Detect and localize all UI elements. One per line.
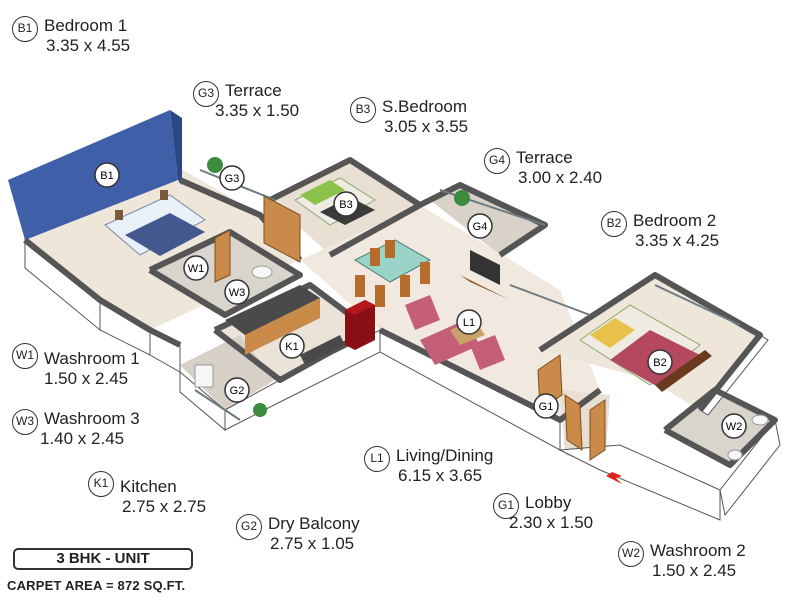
washroom-fixtures	[194, 265, 769, 461]
legend-bedroom-1: B1 Bedroom 1 3.35 x 4.55	[12, 16, 130, 56]
legend-s-bedroom: B3 S.Bedroom 3.05 x 3.55	[350, 97, 468, 137]
unit-type-label: 3 BHK - UNIT	[13, 548, 193, 570]
legend-washroom-2: W2 Washroom 2 1.50 x 2.45	[618, 541, 746, 581]
marker-b2: B2	[647, 349, 673, 375]
room-dims: 3.35 x 4.55	[46, 36, 131, 55]
marker-g2: G2	[224, 377, 250, 403]
room-name: Kitchen	[120, 477, 177, 496]
room-dims: 3.05 x 3.55	[384, 117, 469, 136]
bed-b1	[104, 190, 206, 256]
svg-text:B2: B2	[653, 357, 666, 369]
badge-g4: G4	[484, 148, 510, 174]
room-name: Lobby	[525, 493, 572, 512]
badge-w1: W1	[12, 343, 38, 369]
svg-text:W1: W1	[188, 263, 205, 275]
accent-wall-bedroom-1	[8, 110, 178, 240]
badge-g3: G3	[193, 81, 219, 107]
room-dims: 3.00 x 2.40	[518, 168, 603, 187]
marker-g1: G1	[533, 393, 559, 419]
marker-l1: L1	[456, 309, 482, 335]
room-dims: 2.30 x 1.50	[509, 513, 594, 532]
outer-walls	[24, 238, 781, 521]
room-dims: 1.50 x 2.45	[652, 561, 737, 580]
legend-terrace-g3: G3 Terrace 3.35 x 1.50	[193, 81, 299, 121]
room-name: Washroom 2	[650, 541, 746, 560]
room-dims: 6.15 x 3.65	[398, 466, 483, 485]
room-dims: 2.75 x 1.05	[270, 534, 355, 553]
plan-markers: B1 G3 B3 G4 W1 W3 K1 G2 L1 B2 G1 W2	[94, 162, 747, 439]
svg-text:K1: K1	[285, 341, 298, 353]
room-name: Bedroom 1	[44, 16, 128, 35]
marker-g3: G3	[219, 165, 245, 191]
room-dims: 3.35 x 4.25	[635, 231, 720, 250]
badge-b3: B3	[350, 97, 376, 123]
room-name: S.Bedroom	[382, 97, 468, 116]
dining-set	[353, 239, 432, 307]
carpet-area-label: CARPET AREA = 872 SQ.FT.	[7, 578, 186, 593]
room-dims: 1.40 x 2.45	[40, 429, 125, 448]
room-name: Terrace	[225, 81, 282, 100]
svg-text:G2: G2	[230, 385, 245, 397]
badge-b1: B1	[12, 16, 38, 42]
legend-terrace-g4: G4 Terrace 3.00 x 2.40	[484, 148, 602, 188]
refrigerator	[345, 300, 375, 350]
svg-text:W3: W3	[229, 287, 246, 299]
room-dims: 3.35 x 1.50	[215, 101, 300, 120]
plants	[207, 157, 470, 417]
marker-w3: W3	[224, 279, 250, 305]
svg-text:G3: G3	[225, 173, 240, 185]
marker-w2: W2	[721, 413, 747, 439]
room-dims: 2.75 x 2.75	[122, 497, 207, 516]
room-dims: 1.50 x 2.45	[44, 369, 129, 388]
marker-w1: W1	[183, 255, 209, 281]
accent-wall-shade	[170, 110, 182, 185]
legend-washroom-3: W3 Washroom 3 1.40 x 2.45	[12, 409, 140, 449]
badge-w2: W2	[618, 541, 644, 567]
marker-b3: B3	[333, 191, 359, 217]
legend-dry-balcony: G2 Dry Balcony 2.75 x 1.05	[236, 514, 360, 554]
marker-b1: B1	[94, 162, 120, 188]
kitchen-counter	[225, 285, 345, 365]
room-name: Living/Dining	[396, 446, 494, 465]
marker-k1: K1	[279, 333, 305, 359]
room-name: Washroom 3	[44, 409, 140, 428]
badge-k1: K1	[88, 471, 114, 497]
wardrobes	[214, 195, 606, 461]
svg-text:B1: B1	[100, 170, 113, 182]
legend-bedroom-2: B2 Bedroom 2 3.35 x 4.25	[601, 211, 719, 251]
marker-g4: G4	[467, 213, 493, 239]
badge-g1: G1	[493, 493, 519, 519]
svg-text:W2: W2	[726, 421, 743, 433]
svg-text:G1: G1	[539, 401, 554, 413]
svg-text:B3: B3	[339, 199, 352, 211]
badge-b2: B2	[601, 211, 627, 237]
entry-arrow-icon	[606, 472, 622, 484]
legend-living-dining: L1 Living/Dining 6.15 x 3.65	[364, 446, 493, 486]
room-name: Terrace	[516, 148, 573, 167]
room-name: Washroom 1	[44, 349, 140, 368]
svg-text:L1: L1	[463, 317, 475, 329]
badge-g2: G2	[236, 514, 262, 540]
legend-lobby: G1 Lobby 2.30 x 1.50	[493, 493, 593, 533]
legend-kitchen: K1 Kitchen 2.75 x 2.75	[88, 471, 206, 517]
svg-text:G4: G4	[473, 221, 488, 233]
legend-washroom-1: W1 Washroom 1 1.50 x 2.45	[12, 343, 140, 389]
room-name: Dry Balcony	[268, 514, 360, 533]
floor-balcony-g2	[180, 335, 275, 410]
tv-unit	[460, 250, 510, 300]
badge-w3: W3	[12, 409, 38, 435]
room-name: Bedroom 2	[633, 211, 717, 230]
badge-l1: L1	[364, 446, 390, 472]
